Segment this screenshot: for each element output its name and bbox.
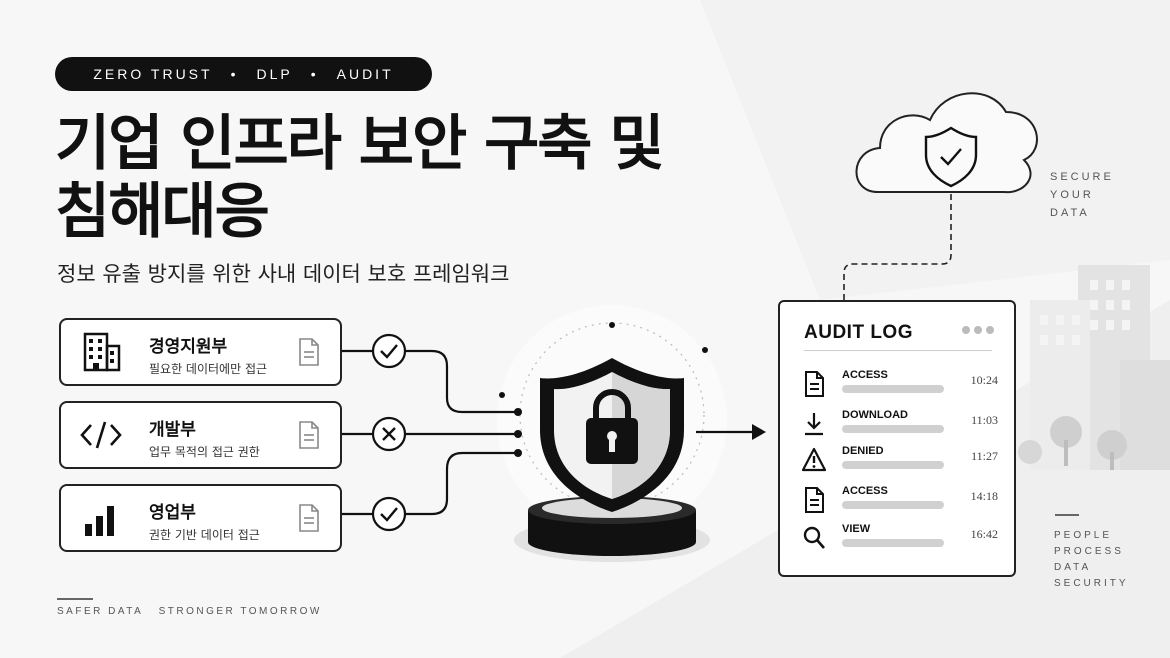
title-line-2: 침해대응	[55, 177, 270, 247]
city-skyline	[1018, 265, 1170, 470]
page-subtitle: 정보 유출 방지를 위한 사내 데이터 보호 프레임워크	[57, 262, 510, 286]
divider	[804, 350, 992, 351]
caption-line: SECURITY	[1054, 578, 1129, 589]
audit-detail-bar	[842, 461, 944, 469]
tag-audit: AUDIT	[336, 66, 394, 82]
department-card-development: 개발부 업무 목적의 접근 권한	[59, 401, 342, 469]
caption-line: DATA	[1054, 562, 1092, 573]
tag-dlp: DLP	[256, 66, 293, 82]
footer-tagline: SAFER DATA STRONGER TOMORROW	[57, 606, 322, 617]
tag-zero-trust: ZERO TRUST	[93, 66, 213, 82]
document-icon	[299, 504, 319, 532]
caption-line: PEOPLE	[1054, 530, 1113, 541]
caption-line: PROCESS	[1054, 546, 1124, 557]
department-desc: 필요한 데이터에만 접근	[149, 362, 268, 376]
audit-row: VIEW 16:42	[802, 523, 998, 553]
audit-detail-bar	[842, 425, 944, 433]
bar-chart-icon	[85, 506, 114, 536]
audit-event-label: ACCESS	[842, 369, 888, 381]
department-name: 개발부	[149, 420, 196, 440]
audit-log-title: AUDIT LOG	[804, 322, 913, 343]
audit-event-label: DENIED	[842, 445, 884, 457]
code-icon	[80, 421, 122, 449]
audit-row: DOWNLOAD 11:03	[802, 409, 998, 439]
audit-detail-bar	[842, 385, 944, 393]
page-title: 기업 인프라 보안 구축 및 침해대응	[55, 110, 755, 246]
caption-line: DATA	[1050, 207, 1090, 219]
audit-event-label: VIEW	[842, 523, 871, 535]
warning-icon	[802, 447, 826, 472]
audit-time: 11:03	[971, 413, 998, 427]
document-icon	[299, 338, 319, 366]
caption-line: SECURE	[1050, 171, 1114, 183]
building-icon	[83, 332, 121, 372]
audit-time: 11:27	[971, 449, 998, 463]
window-dots	[958, 319, 994, 338]
audit-log-panel: AUDIT LOG ACCESS 10:24 DOWNLOAD 11:03 DE…	[778, 300, 1016, 577]
audit-row: DENIED 11:27	[802, 445, 998, 475]
search-icon	[803, 526, 825, 549]
department-name: 영업부	[149, 503, 196, 523]
tag-separator: •	[230, 66, 239, 82]
document-icon	[805, 487, 824, 513]
department-desc: 권한 기반 데이터 접근	[149, 528, 260, 542]
divider	[57, 598, 93, 600]
tag-separator: •	[310, 66, 319, 82]
department-desc: 업무 목적의 접근 권한	[149, 445, 260, 459]
document-icon	[805, 371, 824, 397]
department-card-management: 경영지원부 필요한 데이터에만 접근	[59, 318, 342, 386]
document-icon	[299, 421, 319, 449]
audit-detail-bar	[842, 501, 944, 509]
tag-pill: ZERO TRUST • DLP • AUDIT	[55, 57, 432, 91]
title-line-1: 기업 인프라 보안 구축 및	[55, 109, 665, 179]
download-icon	[805, 413, 823, 436]
cloud-caption: SECURE YOUR DATA	[1050, 168, 1114, 222]
department-name: 경영지원부	[149, 337, 228, 357]
caption-line: YOUR	[1050, 189, 1094, 201]
audit-time: 16:42	[970, 527, 998, 541]
pillars-caption: PEOPLE PROCESS DATA SECURITY	[1054, 528, 1129, 592]
department-card-sales: 영업부 권한 기반 데이터 접근	[59, 484, 342, 552]
audit-event-label: ACCESS	[842, 485, 888, 497]
audit-row: ACCESS 14:18	[802, 485, 998, 515]
audit-event-label: DOWNLOAD	[842, 409, 908, 421]
audit-time: 10:24	[970, 373, 998, 387]
audit-row: ACCESS 10:24	[802, 369, 998, 399]
audit-time: 14:18	[970, 489, 998, 503]
divider	[1055, 514, 1079, 516]
audit-detail-bar	[842, 539, 944, 547]
